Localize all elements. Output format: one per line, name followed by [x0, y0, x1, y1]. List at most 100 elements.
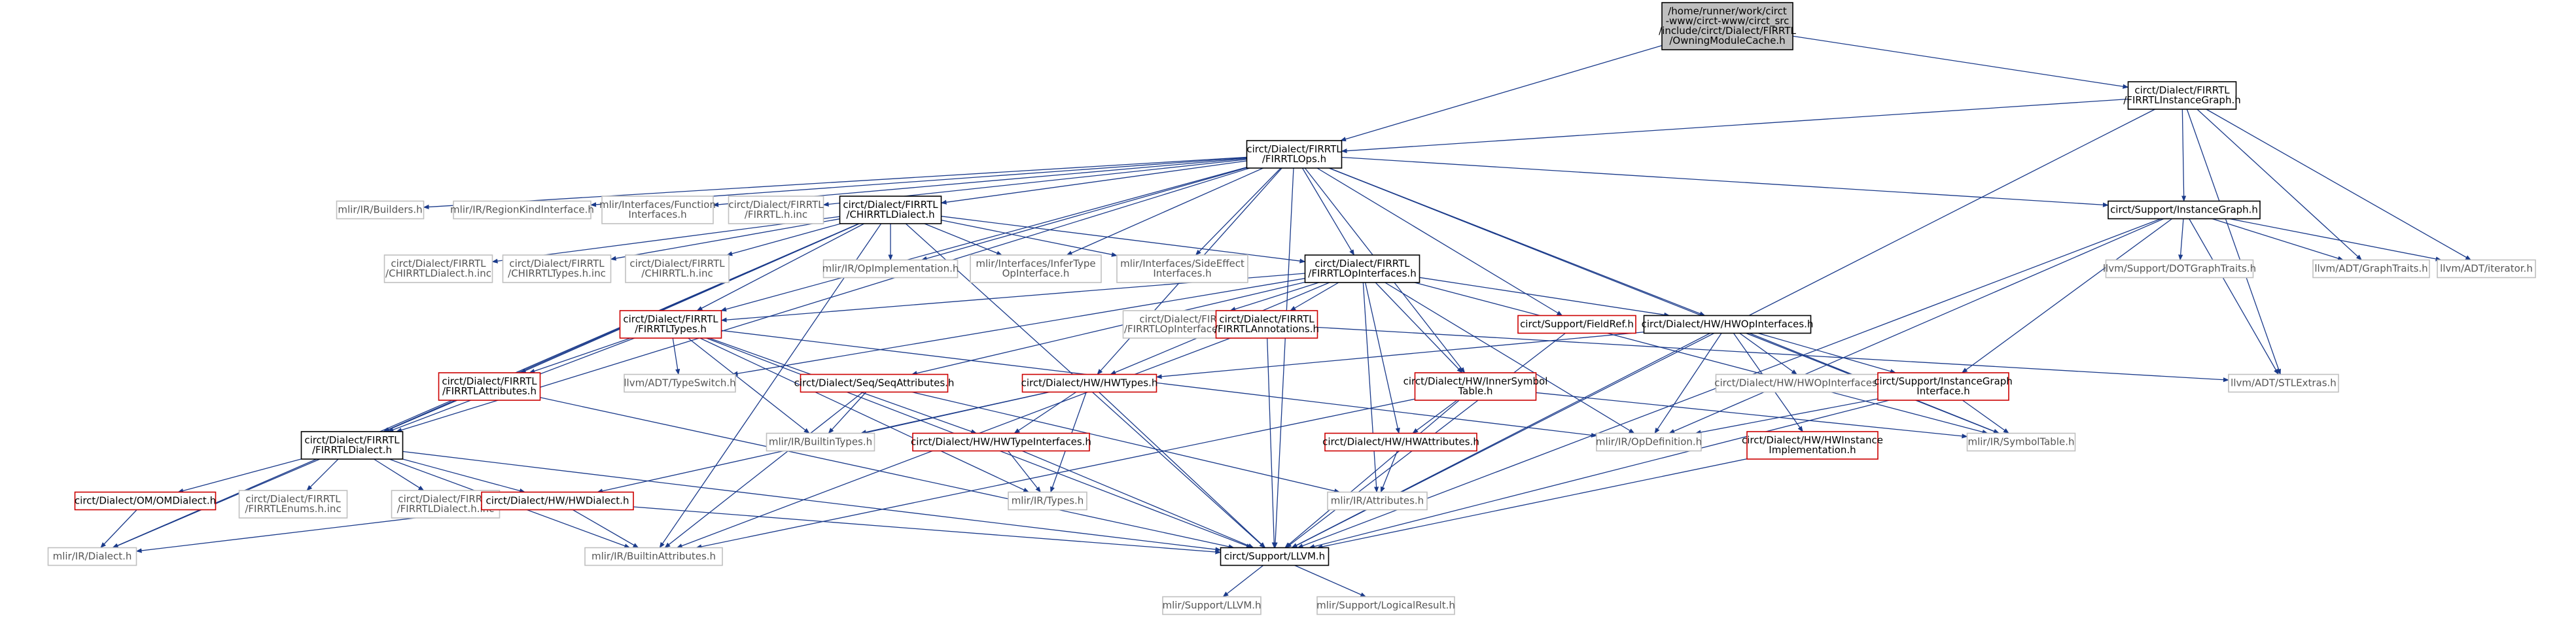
edge-supinstgraph-to-supinstgraphiface: [1961, 218, 2172, 373]
node-box: [481, 491, 634, 511]
node-label-line: mlir/IR/Types.h: [1012, 495, 1084, 507]
node-annotations[interactable]: circt/Dialect/FIRRTL/FIRRTLAnnotations.h: [1214, 310, 1319, 339]
node-box: [1517, 315, 1636, 334]
node-hwtypeiface[interactable]: circt/Dialect/HW/HWTypeInterfaces.h: [911, 432, 1091, 452]
node-instgraph[interactable]: circt/Dialect/FIRRTL/FIRRTLInstanceGraph…: [2123, 81, 2241, 110]
edge-seqattrs-to-builtinattrs: [664, 391, 864, 549]
node-box: [1008, 491, 1087, 511]
node-opdef: mlir/IR/OpDefinition.h: [1596, 432, 1702, 452]
edge-firrtltypes-to-typeswitch: [672, 337, 680, 375]
node-label-line: /FIRRTLEnums.h.inc: [245, 503, 341, 515]
node-label-line: Interface.h: [1916, 385, 1969, 397]
node-box: [1304, 254, 1420, 283]
edge-firrtldialect-to-firrtlenumsinc: [306, 458, 339, 491]
node-label-line: circt/Dialect/FIRRTL: [398, 493, 493, 505]
node-chirrtl[interactable]: circt/Dialect/FIRRTL/CHIRRTLDialect.h: [839, 196, 942, 224]
node-iterator: llvm/ADT/iterator.h: [2437, 259, 2536, 279]
node-label-line: mlir/Interfaces/Function: [599, 199, 716, 211]
edge-chirrtl-to-opinterfaces: [941, 216, 1306, 264]
node-box: [619, 310, 722, 339]
node-box: [383, 254, 493, 283]
node-label-line: circt/Dialect/Seq/SeqAttributes.h: [794, 377, 955, 389]
node-firrtltypes[interactable]: circt/Dialect/FIRRTL/FIRRTLTypes.h: [619, 310, 722, 339]
edge-ops-to-builders: [423, 156, 1247, 210]
node-opimpl: mlir/IR/OpImplementation.h: [822, 259, 959, 279]
edge-hwdialect-to-llvmh: [633, 506, 1222, 555]
node-label-line: circt/Dialect/HW/InnerSymbol: [1403, 375, 1548, 387]
node-label-line: circt/Dialect/FIRRTL: [2134, 84, 2230, 96]
node-seqattrs[interactable]: circt/Dialect/Seq/SeqAttributes.h: [794, 373, 955, 393]
edge-hwopinterfaces-to-supinstgraphiface: [1757, 332, 1896, 374]
node-llvmh[interactable]: circt/Support/LLVM.h: [1220, 547, 1330, 566]
edge-firrtlattrs-to-firrtldialect: [383, 400, 458, 432]
edges-layer: [100, 35, 2472, 598]
node-label-line: -www/circt-www/circt_src: [1666, 15, 1790, 27]
node-label-line: mlir/IR/Builders.h: [338, 204, 422, 216]
edge-annotations-to-llvmh: [1267, 337, 1277, 549]
edge-opinterfaces-to-hwopinterfaces: [1419, 277, 1670, 317]
edge-firrtlattrs-to-llvmh: [540, 397, 1235, 549]
node-box: [1596, 432, 1702, 452]
node-hwinstimpl[interactable]: circt/Dialect/HW/HWInstanceImplementatio…: [1742, 431, 1883, 460]
edge-hwopinterfaces-to-opdef: [1654, 333, 1722, 434]
edge-hwtypes-to-hwtypeiface: [1014, 391, 1077, 434]
edge-firrtltypes-to-mlirtypes: [699, 337, 1030, 493]
node-firrtldialect[interactable]: circt/Dialect/FIRRTL/FIRRTLDialect.h: [300, 431, 404, 460]
node-box: [624, 373, 736, 393]
node-box: [1966, 432, 2076, 452]
edge-ops-to-infertype: [1066, 167, 1263, 256]
node-chirrtlhinc: circt/Dialect/FIRRTL/CHIRRTL.h.inc: [625, 254, 730, 283]
node-box: [625, 254, 730, 283]
node-label-line: Implementation.h: [1769, 444, 1856, 456]
node-supinstgraph[interactable]: circt/Support/InstanceGraph.h: [2108, 200, 2261, 220]
node-box: [2127, 81, 2237, 110]
node-box: [2228, 373, 2339, 393]
node-label-line: /CHIRRTLDialect.h.inc: [385, 267, 491, 279]
edge-opinterfaces-to-seqattrs: [911, 281, 1305, 376]
node-omdialect[interactable]: circt/Dialect/OM/OMDialect.h: [74, 491, 217, 511]
node-hwtypes[interactable]: circt/Dialect/HW/HWTypes.h: [1021, 373, 1158, 393]
edge-opinterfaces-to-symtable: [1414, 282, 1988, 434]
edge-root-to-instgraph: [1792, 35, 2129, 89]
edge-hwopinterfaces-to-hwtypes: [1156, 332, 1644, 379]
edge-firrtldialect-to-llvmh: [402, 451, 1222, 552]
edge-supinstgraph-to-stlextras: [2189, 218, 2279, 375]
node-label-line: circt/Support/FieldRef.h: [1520, 318, 1634, 330]
node-firrtlattrs[interactable]: circt/Dialect/FIRRTL/FIRRTLAttributes.h: [438, 372, 541, 401]
edge-omdialect-to-mlirdialect: [100, 509, 137, 549]
edge-opinterfaces-to-hwattrs: [1365, 282, 1400, 434]
node-label-line: /FIRRTLDialect.h.inc: [397, 503, 495, 515]
node-hwattrs[interactable]: circt/Dialect/HW/HWAttributes.h: [1322, 432, 1479, 452]
node-fieldref[interactable]: circt/Support/FieldRef.h: [1517, 315, 1636, 334]
node-box: [839, 196, 942, 224]
edge-ops-to-llvmh: [1273, 167, 1294, 549]
edge-firrtldialect-to-hwdialect: [402, 458, 525, 493]
node-typeswitch: llvm/ADT/TypeSwitch.h: [624, 373, 736, 393]
edge-supinstgraph-to-dotgraph: [2178, 218, 2184, 261]
edge-annotations-to-stlextras: [1317, 326, 2229, 383]
node-box: [2105, 259, 2254, 279]
edge-hwattrs-to-attributes: [1380, 451, 1398, 493]
edge-opinterfaces-to-opinterfacesinc: [1229, 282, 1319, 311]
node-label-line: llvm/ADT/iterator.h: [2440, 263, 2533, 275]
node-root[interactable]: /home/runner/work/circt-www/circt-www/ci…: [1659, 2, 1796, 50]
edge-innersym-to-hwattrs: [1412, 400, 1458, 434]
edge-supinstgraphiface-to-llvmh: [1309, 400, 1890, 549]
node-box: [1661, 2, 1793, 50]
node-hwdialect[interactable]: circt/Dialect/HW/HWDialect.h: [481, 491, 634, 511]
node-label-line: /include/circt/Dialect/FIRRTL: [1659, 25, 1796, 37]
node-label-line: /home/runner/work/circt: [1668, 5, 1787, 17]
node-label-line: circt/Dialect/HW/HWTypeInterfaces.h: [911, 436, 1091, 448]
node-label-line: mlir/IR/Dialect.h: [53, 551, 132, 562]
node-hwopinterfaces[interactable]: circt/Dialect/HW/HWOpInterfaces.h: [1642, 315, 1814, 334]
node-label-line: circt/Support/InstanceGraph.h: [2110, 204, 2258, 216]
node-label-line: /CHIRRTL.h.inc: [641, 267, 713, 279]
node-box: [601, 196, 714, 224]
node-box: [74, 491, 217, 511]
node-ops[interactable]: circt/Dialect/FIRRTL/FIRRTLOps.h: [1246, 140, 1343, 169]
edge-llvmh-to-logicalresult: [1294, 564, 1367, 598]
node-opinterfaces[interactable]: circt/Dialect/FIRRTL/FIRRTLOpInterfaces.…: [1304, 254, 1420, 283]
